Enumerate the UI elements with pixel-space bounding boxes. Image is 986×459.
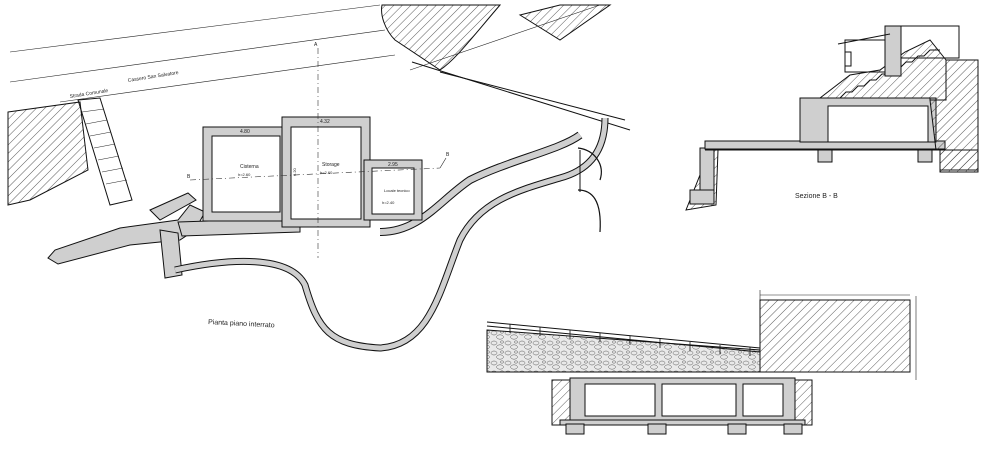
room1-dimension: 4.80 (240, 129, 250, 135)
street-label-2: Cassero San Salvatore (127, 70, 179, 84)
floor-plan (7, 4, 631, 352)
room1-name: Cisterna (240, 164, 259, 170)
section-title: Sezione B - B (795, 193, 838, 200)
room1-sub: h=2.60 (238, 172, 251, 177)
room3-dimension: 2.95 (388, 162, 398, 168)
room3-name: Locale tecnico (384, 188, 410, 193)
section-a-a (486, 290, 917, 435)
plan-title: Pianta piano interrato (208, 319, 275, 329)
section-b-b (685, 25, 979, 211)
vertical-dimension: 6.20 (292, 167, 297, 176)
section-mark-a: A (314, 42, 318, 48)
room2-dimension: 4.32 (320, 119, 330, 125)
room2-sub: h=2.60 (320, 170, 333, 175)
room3-sub: h=2.40 (382, 200, 395, 205)
room2-name: Storage (322, 162, 340, 168)
section-mark-b: B (187, 174, 191, 180)
section-mark-b2: B (446, 152, 450, 158)
